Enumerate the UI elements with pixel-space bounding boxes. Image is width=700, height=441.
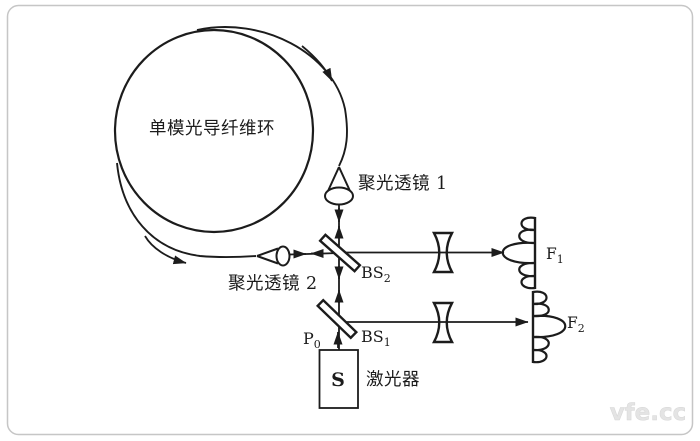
beam-splitter-1 bbox=[315, 298, 359, 340]
bs2-subscript: 2 bbox=[384, 272, 391, 285]
fringe-f1-label: F1 bbox=[546, 245, 564, 266]
laser-symbol: S bbox=[331, 369, 345, 391]
fiber-ring bbox=[113, 28, 315, 234]
watermark: vfe.cc bbox=[610, 400, 687, 426]
f2-base: F bbox=[567, 314, 578, 332]
fiber-lead-to-lens2 bbox=[116, 162, 257, 259]
fringe-pattern-f2 bbox=[531, 290, 567, 364]
ccw-rotation-arrow bbox=[144, 235, 187, 265]
condenser-lens-2-label: 聚光透镜 2 bbox=[228, 274, 318, 294]
fringe-pattern-f1 bbox=[501, 216, 537, 290]
beam-splitter-2-label: BS2 bbox=[361, 263, 391, 285]
p0-subscript: 0 bbox=[314, 338, 321, 351]
fringe-f2-label: F2 bbox=[567, 314, 585, 335]
condenser-lens-2 bbox=[256, 245, 291, 267]
laser-label: 激光器 bbox=[366, 370, 420, 390]
fiber-ring-label: 单模光导纤维环 bbox=[149, 119, 275, 139]
polarizer-label: P0 bbox=[303, 329, 321, 351]
beam-splitter-2 bbox=[318, 233, 362, 273]
diverging-lens-2 bbox=[431, 301, 455, 344]
condenser-lens-1-label: 聚光透镜 1 bbox=[358, 174, 448, 194]
beam-splitter-1-label: BS1 bbox=[361, 327, 391, 349]
bs1-subscript: 1 bbox=[384, 336, 391, 349]
condenser-lens-1 bbox=[324, 166, 354, 206]
fiber-lead-to-lens1 bbox=[196, 26, 348, 167]
diverging-lens-1 bbox=[431, 231, 455, 274]
f1-base: F bbox=[546, 245, 557, 263]
bs1-base: BS bbox=[361, 327, 384, 346]
cw-rotation-arrow bbox=[301, 45, 333, 82]
f1-subscript: 1 bbox=[557, 253, 564, 266]
frame-border bbox=[6, 4, 694, 436]
laser-box bbox=[318, 349, 359, 409]
p0-base: P bbox=[303, 329, 314, 348]
bs2-base: BS bbox=[361, 263, 384, 282]
f2-subscript: 2 bbox=[578, 322, 585, 335]
